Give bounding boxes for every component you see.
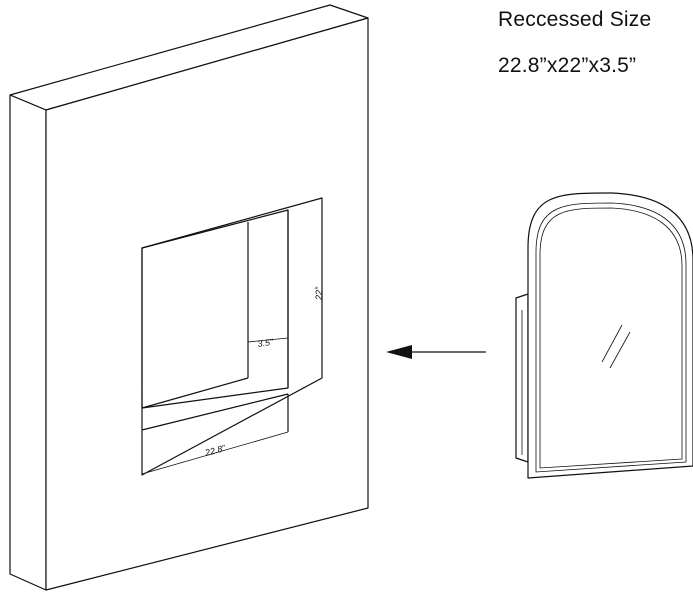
- wall-front-face: [45, 17, 369, 591]
- wall-panel: [9, 4, 369, 591]
- mirror-glass: [539, 207, 683, 469]
- mirror-reflection-1: [601, 324, 623, 363]
- wall-side-face: [9, 94, 47, 591]
- cabinet-frame-outer: [527, 192, 693, 479]
- recessed-size-dimensions: 22.8”x22”x3.5”: [498, 54, 637, 77]
- arrow-head: [386, 345, 412, 359]
- recessed-size-title: Reccessed Size: [498, 8, 652, 31]
- recess-floor-front: [141, 393, 289, 431]
- dimension-height: 22”: [314, 200, 324, 378]
- dimension-depth: 3.5”: [247, 337, 289, 349]
- dimension-width-line: [141, 431, 289, 475]
- cabinet-frame-inner: [535, 202, 687, 473]
- dimension-depth-label: 3.5”: [257, 337, 275, 349]
- dimension-depth-line: [247, 337, 289, 343]
- recess-opening: [141, 197, 323, 476]
- recess-floor-back: [141, 377, 249, 409]
- dimension-height-label: 22”: [314, 286, 324, 301]
- arched-mirror-cabinet: [515, 192, 693, 479]
- left-arrow-icon: [386, 345, 486, 359]
- mirror-reflection-2: [609, 331, 631, 369]
